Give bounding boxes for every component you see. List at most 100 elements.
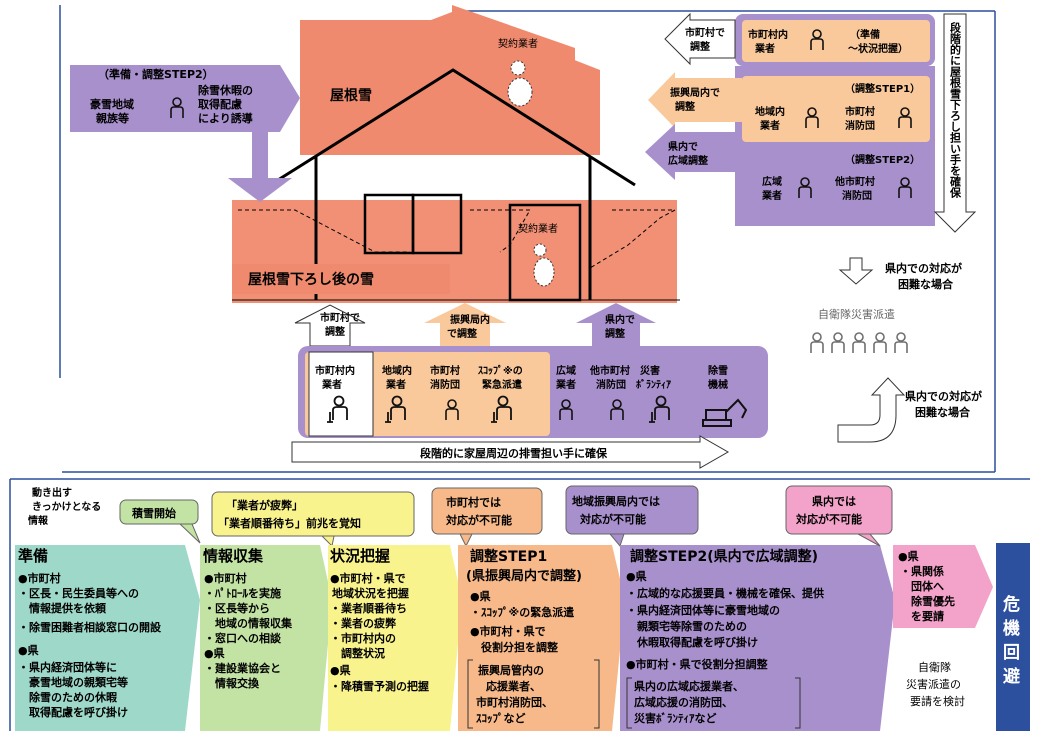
col-info-lines: ●市町村 ・ﾊﾟﾄﾛｰﾙを実施 ・区長等から 地域の情報収集 ・窓口への相談 ●…: [204, 571, 293, 690]
svg-text:●市町村: ●市町村: [204, 571, 247, 585]
svg-text:取得配慮を呼び掛け: 取得配慮を呼び掛け: [18, 705, 128, 719]
municipal-impossible-callout: [431, 487, 543, 535]
bmf-2: 消防団: [430, 378, 460, 391]
crisis-avoidance-box: [996, 543, 1030, 731]
pref-impossible-callout: [785, 485, 893, 535]
svg-text:情報提供を依頼: 情報提供を依頼: [18, 601, 107, 615]
bvo-2: ﾎﾞﾗﾝﾃｨｱ: [636, 378, 671, 391]
svg-text:豪雪地域の親類宅等: 豪雪地域の親類宅等: [18, 675, 128, 689]
col-step2-lines: ●県 ・広域的な応援要員・機械を確保、提供 ・県内経済団体等に豪雪地域の 親類宅…: [626, 570, 824, 671]
svg-text:応援業者、: 応援業者、: [486, 679, 541, 693]
svg-text:●市町村: ●市町村: [18, 571, 61, 585]
step2-bracket: [626, 677, 801, 729]
municipal-coord-arrow: [664, 12, 736, 66]
bbc-1: 振興局内: [450, 313, 490, 326]
pref-coord-1: 県内で: [668, 140, 698, 153]
bottom-municipal-arrow: [294, 304, 366, 347]
col-step2-box: [620, 545, 895, 731]
fatigue-1: 「業者が疲弊」: [226, 498, 303, 512]
pref-imp-1: 県内では: [812, 494, 856, 508]
staged-house-label: 段階的に家屋周辺の排雪担い手に確保: [420, 446, 608, 460]
mc-label-2: 業者: [754, 42, 775, 55]
svg-text:除雪優先: 除雪優先: [900, 594, 955, 608]
svg-text:・区長等から: ・区長等から: [204, 601, 270, 615]
snow-start-callout: [119, 499, 199, 525]
municipal-fire-1: 市町村: [845, 105, 875, 118]
difficult-case2-2: 困難な場合: [915, 405, 971, 419]
svg-text:●県: ●県: [626, 570, 647, 583]
svg-text:・県関係: ・県関係: [900, 564, 944, 578]
svg-text:・県内経済団体等に豪雪地域の: ・県内経済団体等に豪雪地域の: [626, 603, 780, 617]
bpc-1: 県内で: [605, 313, 635, 326]
col-pref-box: [893, 545, 993, 628]
blc-2: 業者: [385, 378, 406, 391]
svg-text:・市町村内の: ・市町村内の: [330, 631, 396, 645]
municipal-coord-2: 調整: [690, 40, 710, 53]
bbc-2: で調整: [447, 327, 477, 340]
col-step1-lines: ●県 ・ｽｺｯﾌﾟ※の緊急派遣 ●市町村・県で 役割分担を調整: [470, 590, 574, 654]
municipal-contractor-box: [742, 20, 930, 62]
step1-box: [742, 76, 930, 142]
roof-contractor-label: 契約業者: [498, 37, 538, 50]
down-arrow-left: [228, 132, 292, 202]
step1-label: （調整STEP1）: [845, 82, 920, 95]
municipal-coord-1: 市町村で: [685, 26, 725, 39]
col-prep-title: 準備: [18, 547, 48, 565]
bmuc-2: 業者: [321, 378, 342, 391]
svg-text:地域の情報収集: 地域の情報収集: [204, 616, 293, 630]
svg-text:を要請: を要請: [900, 609, 944, 623]
svg-text:・業者の疲弊: ・業者の疲弊: [330, 616, 397, 630]
svg-text:●市町村・県で: ●市町村・県で: [470, 624, 546, 638]
prep-status-2: ～状況把握）: [848, 42, 908, 55]
bureau-coord-1: 振興局内で: [670, 86, 720, 99]
svg-text:・降積雪予測の把握: ・降積雪予測の把握: [330, 679, 429, 693]
svg-text:県内の広域応援業者、: 県内の広域応援業者、: [634, 679, 744, 693]
leave-guidance-3: により誘導: [198, 111, 253, 125]
family-guidance-box: [70, 65, 300, 132]
sdf-down-arrow: [838, 257, 874, 285]
svg-text:●県: ●県: [470, 590, 491, 603]
col-step2-title: 調整STEP2(県内で広域調整): [630, 548, 818, 565]
window-right: [411, 193, 463, 255]
col-step2-bracket-lines: 県内の広域応援業者、 広域応援の消防団、 災害ﾎﾞﾗﾝﾃｨｱなど: [633, 679, 744, 725]
col-step1-title-1: 調整STEP1: [470, 548, 547, 565]
svg-text:自衛隊: 自衛隊: [918, 660, 951, 674]
bottom-white-box: [308, 351, 374, 437]
region-impossible-callout: [565, 485, 699, 535]
leave-guidance-2: 取得配慮: [198, 97, 242, 111]
step1-bracket: [467, 659, 600, 729]
snow-start-label: 積雪開始: [131, 506, 176, 520]
bureau-coord-2: 調整: [675, 100, 695, 113]
col-pref-lines: ●県 ・県関係 団体へ 除雪優先 を要請: [898, 550, 955, 623]
sdf-person-icons: [810, 332, 908, 354]
wide-contractor-2: 業者: [761, 189, 782, 202]
bmuc-1: 市町村内: [315, 364, 355, 377]
svg-text:災害ﾎﾞﾗﾝﾃｨｱなど: 災害ﾎﾞﾗﾝﾃｨｱなど: [633, 711, 717, 725]
svg-text:危: 危: [1002, 594, 1020, 615]
difficult-case2-1: 県内での対応が: [905, 389, 982, 403]
bpc-2: 調整: [605, 327, 625, 340]
bsc-2: 緊急派遣: [482, 378, 522, 391]
step2-label: （調整STEP2）: [845, 153, 920, 166]
difficult-case-2: 困難な場合: [898, 277, 954, 291]
svg-text:要請を検討: 要請を検討: [910, 694, 965, 708]
svg-text:・除雪困難者相談窓口の開設: ・除雪困難者相談窓口の開設: [18, 620, 162, 634]
bottom-bureau-arrow: [424, 303, 506, 346]
col-prep-box: [15, 545, 200, 731]
col-step1-title-2: (県振興局内で調整): [466, 568, 582, 584]
col-status-title: 状況把握: [330, 547, 390, 565]
sdf-note-lines: 自衛隊 災害派遣の 要請を検討: [906, 660, 965, 708]
svg-text:地域状況を把握: 地域状況を把握: [332, 586, 409, 600]
svg-text:情報交換: 情報交換: [204, 676, 260, 690]
pref-coord-2: 広域調整: [668, 154, 708, 167]
house-worker-icon: [533, 243, 555, 287]
svg-text:役割分担を調整: 役割分担を調整: [470, 640, 558, 654]
svg-text:●県: ●県: [18, 644, 39, 657]
svg-text:避: 避: [1003, 666, 1020, 687]
svg-text:・ﾊﾟﾄﾛｰﾙを実施: ・ﾊﾟﾄﾛｰﾙを実施: [204, 586, 281, 600]
col-info-title: 情報収集: [203, 547, 264, 565]
col-prep-lines: ●市町村 ・区長・民生委員等への 情報提供を依頼 ・除雪困難者相談窓口の開設 ●…: [18, 571, 162, 719]
muni-imp-2: 対応が不可能: [445, 513, 512, 527]
svg-text:ｽｺｯﾌﾟなど: ｽｺｯﾌﾟなど: [476, 711, 526, 725]
